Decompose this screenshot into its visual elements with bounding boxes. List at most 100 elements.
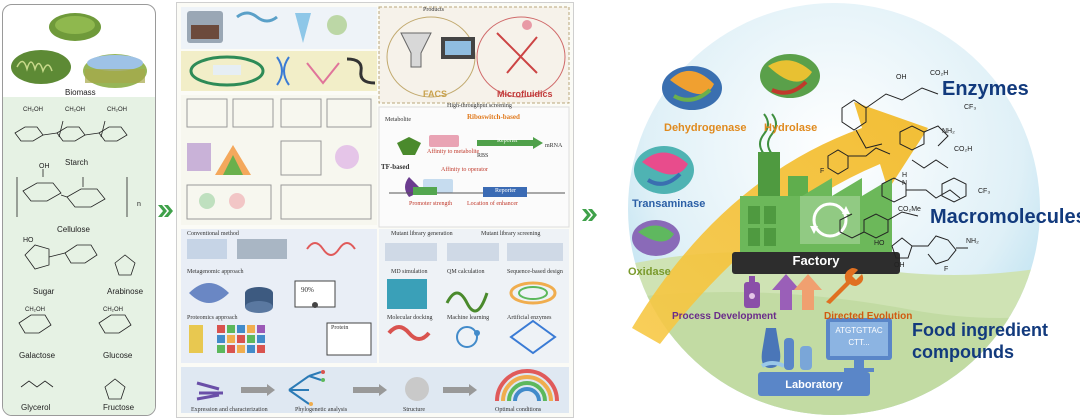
heading-macromolecules: Macromolecules <box>930 206 1080 228</box>
chem-co2h-a: CO₂H <box>930 70 949 77</box>
label-proteomics: Proteomics approach <box>187 315 238 321</box>
sugar-structure <box>24 244 98 270</box>
glycerol-structure <box>20 380 54 388</box>
label-dehydrogenase: Dehydrogenase <box>664 122 747 134</box>
chem-oh-a: OH <box>896 74 907 81</box>
label-hydrolase: Hydrolase <box>764 122 818 134</box>
chem-cf3-a: CF₃ <box>964 104 977 111</box>
chem-ch2oh-2: CH₂OH <box>65 107 85 113</box>
methods-panel: Products FACS Microfluidics High-through… <box>176 2 574 418</box>
chem-cf3-b: CF₃ <box>978 188 991 195</box>
chem-oh-b: OH <box>894 262 905 269</box>
chem-nh2-a: NH₂ <box>942 128 955 135</box>
chem-co2h-b: CO₂H <box>954 146 973 153</box>
label-protein: Protein <box>331 325 349 331</box>
label-artificial-enzymes: Artificial enzymes <box>507 315 552 321</box>
label-arabinose: Arabinose <box>107 287 144 296</box>
label-oxidase: Oxidase <box>628 266 671 278</box>
label-sugar: Sugar <box>33 287 55 296</box>
fructose-structure <box>104 378 126 400</box>
heading-enzymes: Enzymes <box>942 78 1029 100</box>
chem-f-a: F <box>820 168 825 175</box>
wrench-icon <box>826 268 864 304</box>
cellulose-structure <box>16 169 128 217</box>
label-sequence-design: Sequence-based design <box>507 269 563 275</box>
label-rbs: RBS <box>477 153 489 159</box>
flow-arrow-2-icon <box>582 209 597 221</box>
chem-f-b: F <box>944 266 949 273</box>
starch-structure <box>14 120 128 142</box>
label-glycerol: Glycerol <box>21 403 51 412</box>
label-transaminase: Transaminase <box>632 198 706 210</box>
oxidase-structure-icon <box>632 220 680 256</box>
label-percent-90: 90% <box>301 286 314 294</box>
galactose-structure <box>18 314 52 334</box>
label-metabolite: Metabolite <box>385 117 411 123</box>
dna-text-2: CTT... <box>848 338 870 347</box>
glucose-structure <box>98 314 132 334</box>
sugar-structures-background <box>3 97 155 415</box>
label-phylogenetic: Phylogenetic analysis <box>295 407 348 413</box>
chem-n-a: N <box>902 180 908 187</box>
label-mutant-library: Mutant library generation <box>391 231 453 237</box>
label-mutant-screening: Mutant library screening <box>481 231 541 237</box>
up-arrow-purple-icon <box>772 274 800 310</box>
transaminase-structure-icon <box>634 146 694 194</box>
label-molecular-docking: Molecular docking <box>387 315 433 321</box>
label-factory: Factory <box>792 253 840 268</box>
label-machine-learning: Machine learning <box>447 315 490 321</box>
label-reporter-2: Reporter <box>495 188 516 194</box>
label-promoter-strength: Promoter strength <box>409 201 453 207</box>
flow-arrow-1-icon <box>158 205 173 217</box>
label-fructose: Fructose <box>103 403 135 412</box>
heading-food-ingredient: Food ingredient <box>912 320 1048 340</box>
methods-collage-drawing <box>181 6 570 413</box>
factory-building-icon <box>732 152 900 274</box>
chem-ch2oh-5: CH₂OH <box>103 307 123 313</box>
chem-h-a: H <box>902 172 908 179</box>
biomass-structures-drawing <box>11 13 147 400</box>
label-process-development: Process Development <box>672 311 777 322</box>
chem-n-sub: n <box>137 201 141 208</box>
chem-co2me: CO₂Me <box>898 206 921 213</box>
label-galactose: Galactose <box>19 351 56 360</box>
process-development-icon <box>744 276 760 308</box>
dehydrogenase-structure-icon <box>662 66 722 110</box>
dna-text-1: ATGTGTTAC <box>835 326 883 335</box>
label-reporter-1: Reporter <box>497 138 518 144</box>
label-affinity-operator: Affinity to operator <box>441 167 488 173</box>
hydrolase-structure-icon <box>760 54 820 98</box>
label-facs: FACS <box>423 89 448 99</box>
molecule-structures-icon <box>827 87 968 265</box>
up-arrow-orange-icon <box>794 274 822 310</box>
label-expression: Expression and characterization <box>191 407 268 413</box>
label-metagenomic: Metagenomic approach <box>187 269 244 275</box>
arabinose-structure <box>114 254 136 276</box>
label-cellulose: Cellulose <box>57 225 90 234</box>
heading-compounds: compounds <box>912 342 1014 362</box>
label-riboswitch: Riboswitch-based <box>467 113 520 121</box>
chem-oh-1: OH <box>39 163 50 170</box>
label-starch: Starch <box>65 158 89 167</box>
chem-ch2oh-4: CH₂OH <box>25 307 45 313</box>
factory-panel: Dehydrogenase Hydrolase Transaminase Oxi… <box>612 0 1080 418</box>
factory-illustration <box>628 3 1040 415</box>
label-biomass: Biomass <box>65 88 96 97</box>
label-products: Products <box>423 7 444 13</box>
label-qm-calculation: QM calculation <box>447 269 485 275</box>
growth-arrow-icon <box>632 102 928 344</box>
chem-ch2oh-3: CH₂OH <box>107 107 127 113</box>
label-affinity-metabolite: Affinity to metabolite <box>427 149 480 155</box>
laboratory-icon <box>758 328 870 396</box>
label-optimal: Optimal conditions <box>495 407 542 413</box>
label-structure: Structure <box>403 407 425 413</box>
label-location-enhancer: Location of enhancer <box>467 201 518 207</box>
label-high-throughput: High-throughput screening <box>447 103 512 109</box>
biomass-panel: Biomass CH₂OH CH₂OH CH₂OH Starch OH n Ce… <box>2 4 156 416</box>
label-mrna: mRNA <box>545 143 563 149</box>
label-tf-based: TF-based <box>381 163 410 171</box>
chem-ch2oh-1: CH₂OH <box>23 107 43 113</box>
label-microfluidics: Microfluidics <box>497 89 553 99</box>
label-glucose: Glucose <box>103 351 133 360</box>
chem-nh2-b: NH₂ <box>966 238 979 245</box>
